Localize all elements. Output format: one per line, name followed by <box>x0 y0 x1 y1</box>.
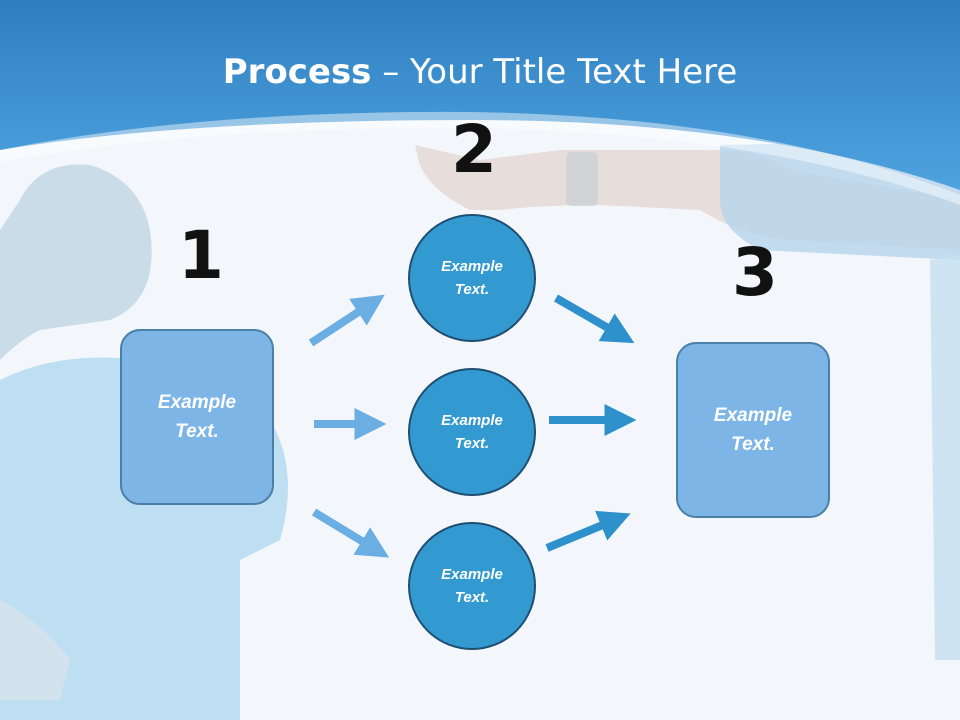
arrow-1-to-top <box>308 294 385 347</box>
step-2-circle-bottom: Example Text. <box>408 522 536 650</box>
step-2-text-bottom: Example Text. <box>441 566 503 606</box>
title-rest: – Your Title Text Here <box>371 52 738 92</box>
page-title: Process – Your Title Text Here <box>0 52 960 92</box>
title-bold: Process <box>222 52 372 92</box>
arrow-top-to-3 <box>554 294 635 344</box>
step-1-text: Example Text. <box>157 392 237 442</box>
step-2-circle-middle: Example Text. <box>408 368 536 496</box>
step-3-text: Example Text. <box>713 405 793 455</box>
step-2-number: 2 <box>451 111 497 188</box>
step-2-circle-top: Example Text. <box>408 214 536 342</box>
step-2-text-top: Example Text. <box>441 258 503 298</box>
step-1-number: 1 <box>178 217 224 294</box>
step-3-box: Example Text. <box>676 342 830 518</box>
step-2-text-middle: Example Text. <box>441 412 503 452</box>
step-3-number: 3 <box>732 234 778 311</box>
arrow-1-to-bottom <box>311 508 390 558</box>
arrow-bottom-to-3 <box>545 510 631 552</box>
step-1-box: Example Text. <box>120 329 274 505</box>
